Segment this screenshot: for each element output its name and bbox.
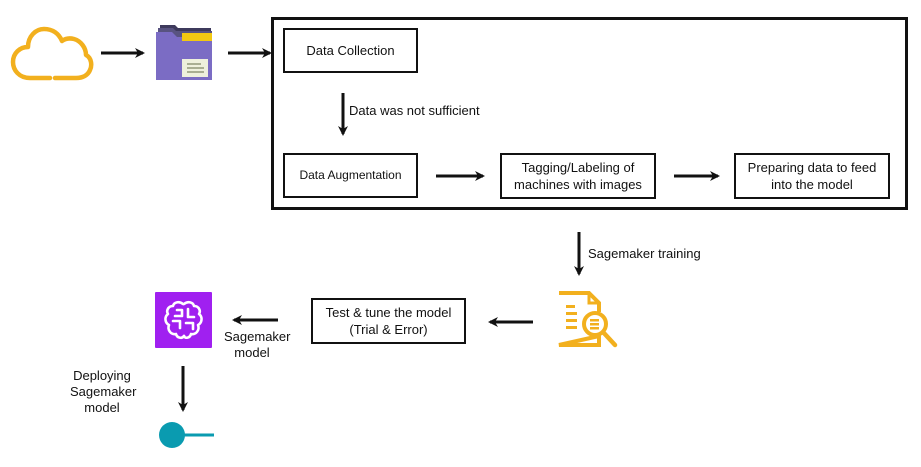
- node-test-tune: Test & tune the model (Trial & Error): [311, 298, 466, 344]
- cloud-icon: [10, 26, 94, 81]
- node-data-collection: Data Collection: [283, 28, 418, 73]
- edge-label-deploying: Deploying Sagemaker model: [70, 368, 137, 416]
- edge-label-deploying-line2: Sagemaker: [70, 384, 137, 399]
- edge-label-deploying-line3: model: [84, 400, 120, 415]
- endpoint-icon: [159, 422, 214, 448]
- node-data-collection-label: Data Collection: [306, 43, 395, 58]
- node-preparing-data-label: Preparing data to feed into the model: [747, 160, 877, 192]
- node-tagging-labeling: Tagging/Labeling of machines with images: [500, 153, 656, 199]
- node-preparing-data: Preparing data to feed into the model: [734, 153, 890, 199]
- edge-label-sagemaker-model: Sagemaker model: [224, 329, 291, 361]
- folder-icon: [156, 25, 212, 80]
- edge-label-sagemaker-model-line1: Sagemaker: [224, 329, 291, 344]
- node-test-tune-line2: (Trial & Error): [349, 322, 428, 337]
- data-preparation-group: [271, 17, 908, 210]
- sagemaker-brain-icon: [155, 292, 212, 348]
- document-search-icon: [558, 291, 618, 348]
- node-data-augmentation-label: Data Augmentation: [299, 168, 402, 182]
- edge-label-sagemaker-model-line2: model: [234, 345, 270, 360]
- node-test-tune-line1: Test & tune the model: [325, 305, 452, 320]
- edge-label-deploying-line1: Deploying: [73, 368, 131, 383]
- node-tagging-labeling-label: Tagging/Labeling of machines with images: [514, 160, 642, 192]
- edge-label-not-sufficient: Data was not sufficient: [349, 103, 480, 118]
- edge-label-sagemaker-training: Sagemaker training: [588, 246, 701, 261]
- node-data-augmentation: Data Augmentation: [283, 153, 418, 198]
